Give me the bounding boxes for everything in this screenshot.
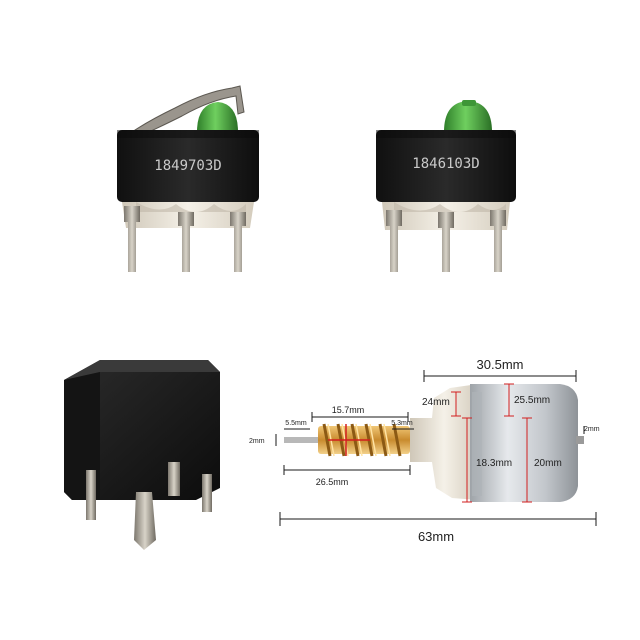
dim-body-inner: 18.3mm	[462, 417, 512, 503]
dim-body-height-top: 25.5mm	[504, 383, 550, 417]
dim-body-width: 30.5mm	[423, 357, 577, 382]
switch-body	[117, 130, 259, 202]
svg-text:18.3mm: 18.3mm	[476, 458, 512, 469]
svg-text:15.7mm: 15.7mm	[332, 405, 365, 415]
switch-lever	[131, 85, 245, 137]
switch-part-number: 1849703D	[154, 158, 221, 174]
connector-pins	[86, 462, 212, 550]
dim-shaft-dia-left: 2mm	[249, 434, 277, 446]
motor-rear-shaft	[576, 436, 584, 444]
dim-shaft-end-left: 5.5mm	[284, 420, 310, 430]
svg-text:26.5mm: 26.5mm	[316, 477, 349, 487]
connector-housing	[64, 360, 220, 500]
dim-flange-height: 24mm	[422, 391, 461, 417]
dim-overall-length: 63mm	[279, 512, 597, 544]
dimension-lines: 30.5mm 63mm 15.7mm 26.5mm 5.5mm	[249, 357, 600, 544]
dim-worm-length: 15.7mm	[311, 405, 409, 422]
dim-shaft-end-right: 5.3mm	[391, 420, 414, 430]
svg-text:5.3mm: 5.3mm	[391, 420, 413, 427]
switch-part-number: 1846103D	[412, 156, 479, 172]
dim-shaft-length: 26.5mm	[283, 465, 411, 487]
svg-text:2mm: 2mm	[584, 426, 600, 433]
motor-can	[470, 384, 578, 502]
svg-text:2mm: 2mm	[249, 438, 265, 445]
dim-body-height: 20mm	[522, 417, 562, 503]
switch-body	[376, 130, 516, 202]
micro-switch-left: 1849703D	[117, 85, 259, 272]
switch-actuator-cap	[444, 101, 492, 132]
connector-block	[64, 360, 220, 550]
svg-text:25.5mm: 25.5mm	[514, 395, 550, 406]
svg-text:24mm: 24mm	[422, 397, 450, 408]
svg-text:30.5mm: 30.5mm	[477, 357, 524, 372]
switch-pins	[386, 210, 506, 272]
micro-switch-right: 1846103D	[376, 100, 516, 272]
svg-text:5.5mm: 5.5mm	[285, 420, 307, 427]
motor-end-cap	[410, 384, 478, 500]
switch-actuator-cap	[197, 102, 238, 132]
dim-shaft-dia-right: 2mm	[583, 426, 600, 434]
switch-pins	[124, 206, 246, 272]
svg-text:63mm: 63mm	[418, 529, 454, 544]
svg-text:20mm: 20mm	[534, 458, 562, 469]
